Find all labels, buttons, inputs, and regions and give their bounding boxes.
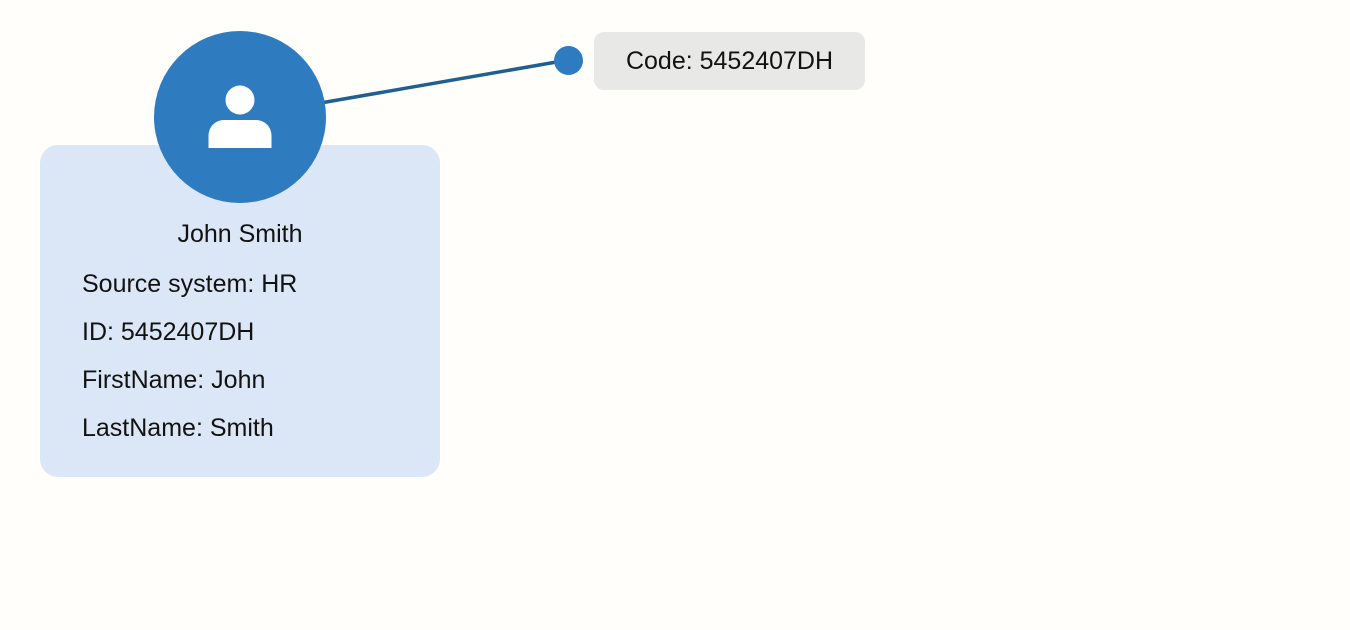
person-field-source-system: Source system: HR <box>82 270 298 298</box>
connector-dot <box>554 46 583 75</box>
code-badge-text: Code: 5452407DH <box>625 46 834 75</box>
person-field-last-name: LastName: Smith <box>82 414 274 442</box>
person-field-first-name: FirstName: John <box>82 366 266 394</box>
person-icon <box>208 85 272 148</box>
person-avatar[interactable] <box>154 31 326 203</box>
person-name: John Smith <box>177 220 303 248</box>
code-badge[interactable]: Code: 5452407DH <box>594 32 865 90</box>
person-field-id: ID: 5452407DH <box>82 318 255 346</box>
